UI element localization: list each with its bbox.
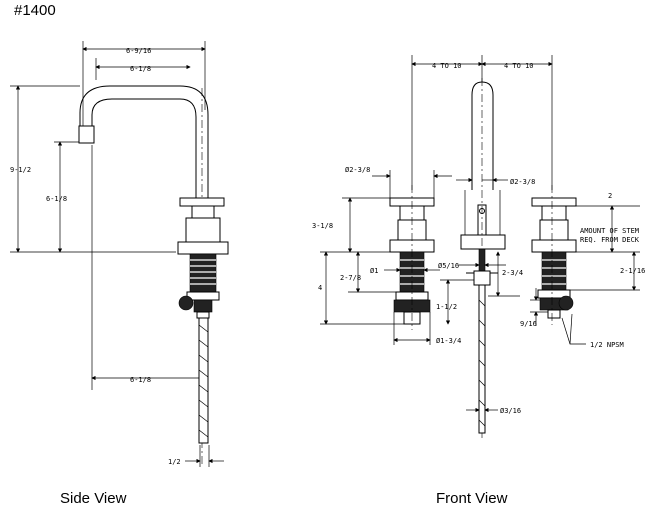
npsm-label: 1/2 NPSM [590, 341, 624, 349]
dim-right-shank: 2-1/16 [620, 267, 645, 275]
dim-shank-length: 2-7/8 [340, 274, 361, 282]
dim-spout-shank-len: 2-3/4 [502, 269, 523, 277]
front-view-caption: Front View [436, 490, 508, 507]
stem-note-line2: REQ. FROM DECK [580, 236, 640, 244]
dim-bottom-reach: 6-1/8 [130, 376, 151, 384]
side-view-caption: Side View [60, 490, 127, 507]
dim-overall-height: 9-1/2 [10, 166, 31, 174]
dim-handle-height: 3-1/8 [312, 222, 333, 230]
dim-base-dia: Ø1-3/4 [436, 337, 461, 345]
dim-spout-shank-dia: Ø5/16 [438, 262, 459, 270]
dim-stem-amount: 2 [608, 192, 612, 200]
dim-nut: 9/16 [520, 320, 537, 328]
model-number: #1400 [14, 2, 56, 19]
dim-spread-right: 4 TO 10 [504, 62, 534, 70]
dim-top-width: 6-9/16 [126, 47, 151, 55]
right-handle [531, 185, 577, 325]
dim-handle-dia-right: Ø2-3/8 [510, 178, 535, 186]
dim-body-height: 4 [318, 284, 322, 292]
dim-handle-dia-left: Ø2-3/8 [345, 166, 370, 174]
dim-nut-height: 1-1/2 [436, 303, 457, 311]
left-handle [389, 185, 435, 330]
dim-rod-dia: Ø3/16 [500, 407, 521, 415]
dim-spout-reach: 6-1/8 [130, 65, 151, 73]
dim-shank-dia: Ø1 [370, 267, 378, 275]
dim-spread-left: 4 TO 10 [432, 62, 462, 70]
dim-shank: 1/2 [168, 458, 181, 466]
side-view: 6-9/16 6-1/8 9-1/2 6-1/8 6-1/8 1/2 [10, 41, 229, 467]
stem-note-line1: AMOUNT OF STEM [580, 227, 639, 235]
dim-spout-height: 6-1/8 [46, 195, 67, 203]
front-view: 4 TO 10 4 TO 10 Ø2-3/8 Ø2-3/8 3-1/8 Ø1 2… [312, 55, 645, 440]
